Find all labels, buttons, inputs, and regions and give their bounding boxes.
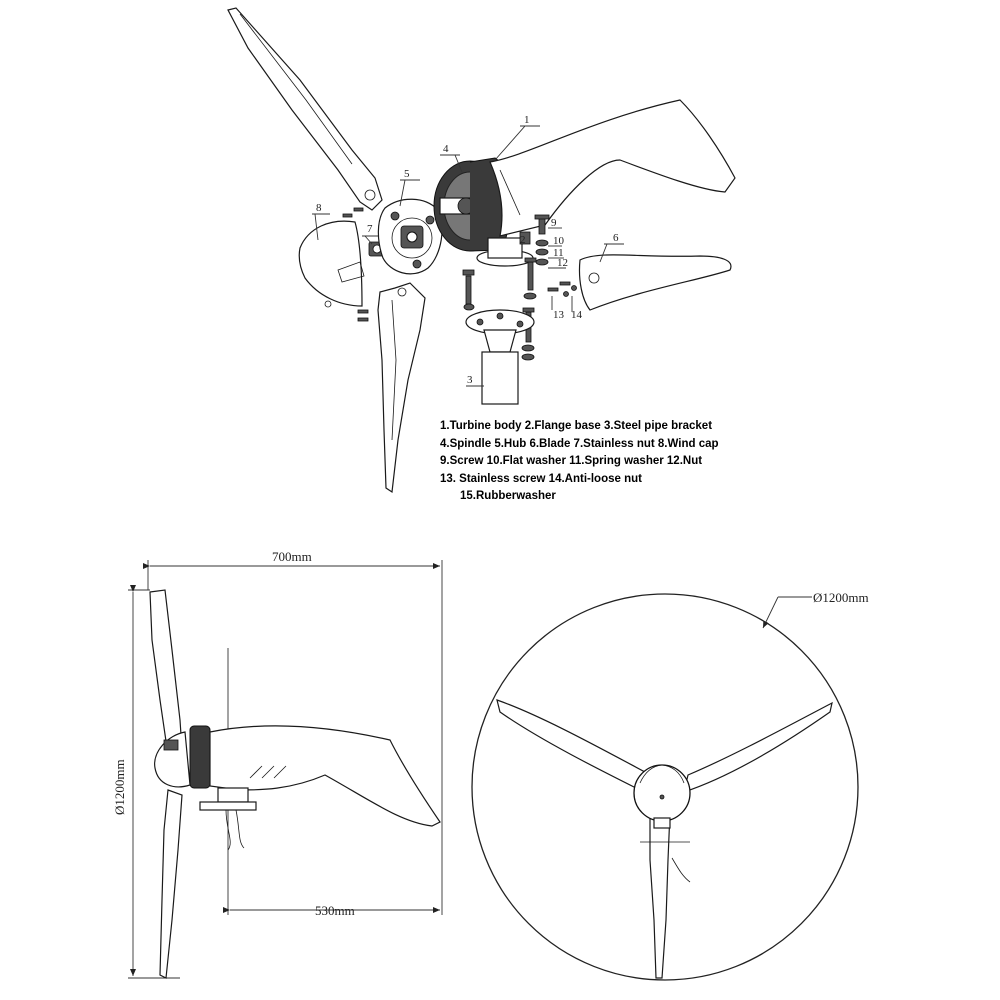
callout-4: 4 [443,143,449,155]
callout-7: 7 [367,223,373,235]
front-blade-bottom [649,811,671,979]
blade-lower [377,282,426,494]
legend-line-4: 13. Stainless screw 14.Anti-loose nut [440,472,642,485]
dim-width-total: 700mm [272,549,312,564]
side-blade-upper [149,589,183,756]
callout-2: 2 [520,234,526,246]
callout-11: 11 [553,247,564,259]
dim-width-body: 530mm [315,903,355,918]
callout-6: 6 [613,232,619,244]
legend-line-3: 9.Screw 10.Flat washer 11.Spring washer … [440,455,703,467]
legend-line-2: 4.Spindle 5.Hub 6.Blade 7.Stainless nut … [440,437,719,450]
callout-9: 9 [551,217,557,229]
side-mount-base [199,787,257,851]
parts-legend: 1.Turbine body 2.Flange base 3.Steel pip… [440,418,719,506]
fastener-stack-right [462,214,577,361]
steel-pipe-bracket [465,309,535,405]
legend-line-1: 1.Turbine body 2.Flange base 3.Steel pip… [440,420,713,432]
wind-cap [298,220,363,307]
side-nose-cone [154,731,191,788]
flange-base [476,231,534,267]
front-blade-right [683,701,833,793]
hub [377,198,443,275]
front-hub [633,764,691,822]
front-blade-left [496,699,646,791]
legend-line-5: 15.Rubberwasher [460,490,556,502]
callout-12: 12 [557,257,568,269]
callout-3: 3 [467,374,473,386]
dim-diameter-front: Ø1200mm [813,590,869,605]
dim-diameter-side: Ø1200mm [112,759,127,815]
turbine-body [489,99,736,237]
callout-14: 14 [571,309,583,321]
blade-upper [227,7,383,211]
exploded-view: 1 2 3 4 5 6 7 8 9 10 11 12 13 14 [227,7,736,494]
side-blade-lower [159,789,183,979]
callouts: 1 2 3 4 5 6 7 8 9 10 11 12 13 14 [312,114,624,387]
side-gear-ring [189,725,211,789]
front-view: Ø1200mm [471,590,869,981]
side-view: 700mm 530mm Ø1200mm [112,549,443,979]
callout-5: 5 [404,168,410,180]
hub-screws [342,207,369,322]
callout-8: 8 [316,202,322,214]
callout-1: 1 [524,114,530,126]
callout-10: 10 [553,235,565,247]
rotor-sweep-circle [471,593,859,981]
callout-13: 13 [553,309,565,321]
blade-right [578,254,732,311]
side-turbine-body [209,725,441,827]
